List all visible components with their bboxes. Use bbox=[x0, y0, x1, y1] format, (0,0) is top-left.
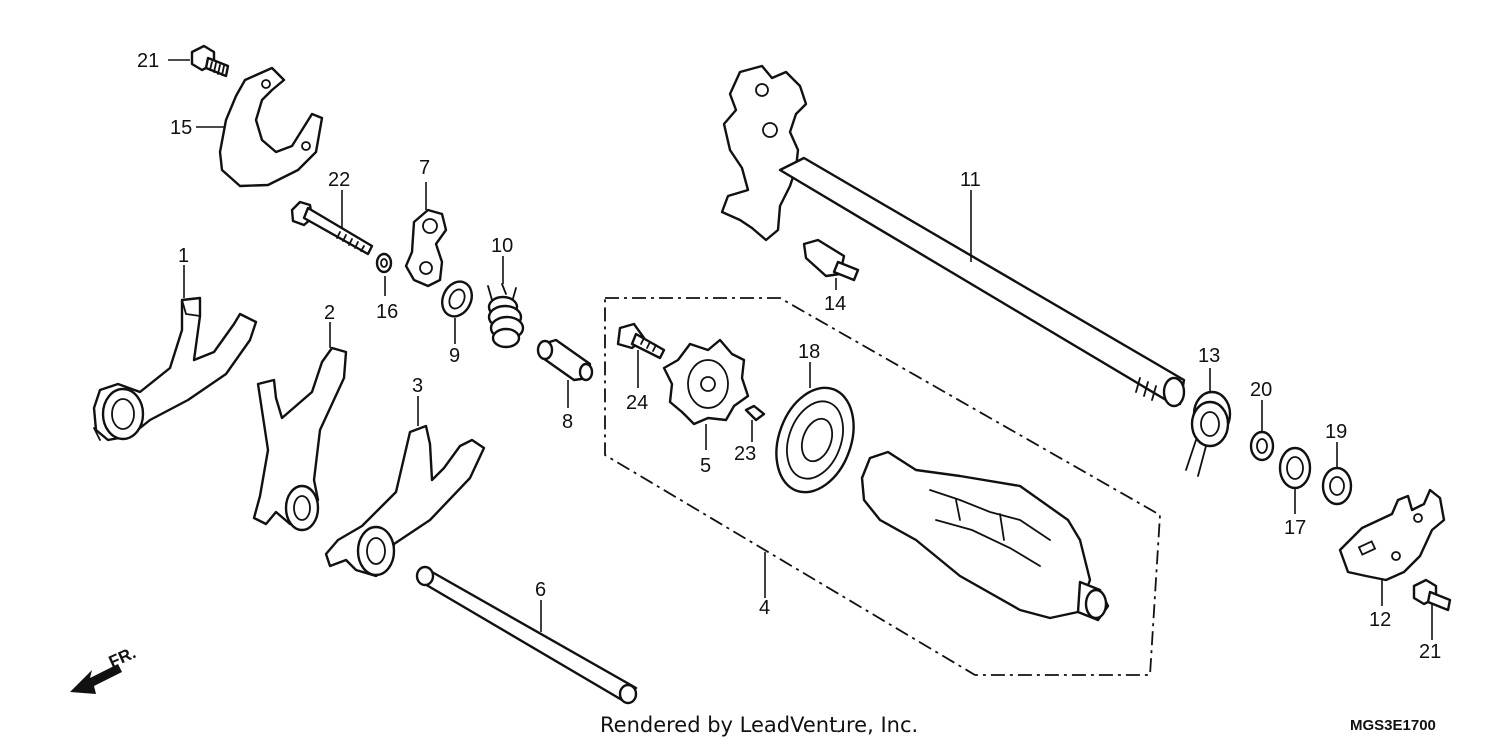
part-8-pin[interactable] bbox=[536, 338, 594, 382]
part-1-shift-fork[interactable] bbox=[92, 296, 258, 442]
callout-4: 4 bbox=[759, 597, 770, 619]
front-direction-arrow-icon bbox=[70, 664, 122, 694]
part-16-washer[interactable] bbox=[375, 252, 393, 274]
part-7-stopper-arm[interactable] bbox=[404, 208, 448, 288]
callout-20: 20 bbox=[1250, 379, 1272, 401]
callout-21-top: 21 bbox=[137, 50, 159, 72]
part-15-plate[interactable] bbox=[218, 66, 324, 188]
callout-14: 14 bbox=[824, 293, 846, 315]
callout-1: 1 bbox=[178, 245, 189, 267]
rendered-by-credit: Rendered by LeadVentɹre, Inc. bbox=[600, 713, 918, 737]
part-5-star-cam[interactable] bbox=[662, 338, 750, 426]
callout-22: 22 bbox=[328, 169, 350, 191]
callout-12: 12 bbox=[1369, 609, 1391, 631]
callout-24: 24 bbox=[626, 392, 648, 414]
part-20-circlip[interactable] bbox=[1249, 430, 1275, 462]
part-22-bolt[interactable] bbox=[290, 200, 374, 256]
part-19-oil-seal[interactable] bbox=[1321, 466, 1353, 506]
callout-6: 6 bbox=[535, 579, 546, 601]
callout-13: 13 bbox=[1198, 345, 1220, 367]
part-3-shift-fork[interactable] bbox=[324, 424, 486, 578]
front-direction-label: FR. bbox=[106, 643, 139, 671]
part-12-plate[interactable] bbox=[1338, 488, 1446, 582]
callout-17: 17 bbox=[1284, 517, 1306, 539]
part-21-bolt-top[interactable] bbox=[190, 44, 230, 78]
part-21-bolt-bottom[interactable] bbox=[1412, 578, 1452, 612]
callout-10: 10 bbox=[491, 235, 513, 257]
part-4-shift-drum[interactable] bbox=[860, 450, 1110, 622]
callout-11: 11 bbox=[960, 169, 981, 191]
callout-16: 16 bbox=[376, 301, 398, 323]
callout-23: 23 bbox=[734, 443, 756, 465]
callout-7: 7 bbox=[419, 157, 430, 179]
callout-2: 2 bbox=[324, 302, 335, 324]
part-17-washer[interactable] bbox=[1278, 446, 1312, 490]
callout-5: 5 bbox=[700, 455, 711, 477]
diagram-code: MGS3E1700 bbox=[1350, 717, 1436, 734]
part-13-return-spring[interactable] bbox=[1185, 390, 1232, 477]
part-14-bolt[interactable] bbox=[802, 238, 860, 282]
part-18-bearing[interactable] bbox=[763, 377, 868, 503]
part-24-bolt[interactable] bbox=[616, 322, 666, 360]
part-11-shift-shaft[interactable] bbox=[720, 64, 1186, 408]
callout-15: 15 bbox=[170, 117, 192, 139]
callout-8: 8 bbox=[562, 411, 573, 433]
part-10-spring[interactable] bbox=[487, 283, 525, 349]
callout-19: 19 bbox=[1325, 421, 1347, 443]
callout-3: 3 bbox=[412, 375, 423, 397]
callout-9: 9 bbox=[449, 345, 460, 367]
part-23-dowel[interactable] bbox=[744, 404, 766, 422]
part-9-washer[interactable] bbox=[437, 277, 478, 321]
callout-21-bottom: 21 bbox=[1419, 641, 1441, 663]
part-2-shift-fork[interactable] bbox=[252, 346, 348, 532]
part-6-shaft[interactable] bbox=[415, 565, 638, 705]
callout-18: 18 bbox=[798, 341, 820, 363]
assembly-boundary-4 bbox=[604, 297, 1161, 676]
leader-lines bbox=[168, 59, 1433, 640]
